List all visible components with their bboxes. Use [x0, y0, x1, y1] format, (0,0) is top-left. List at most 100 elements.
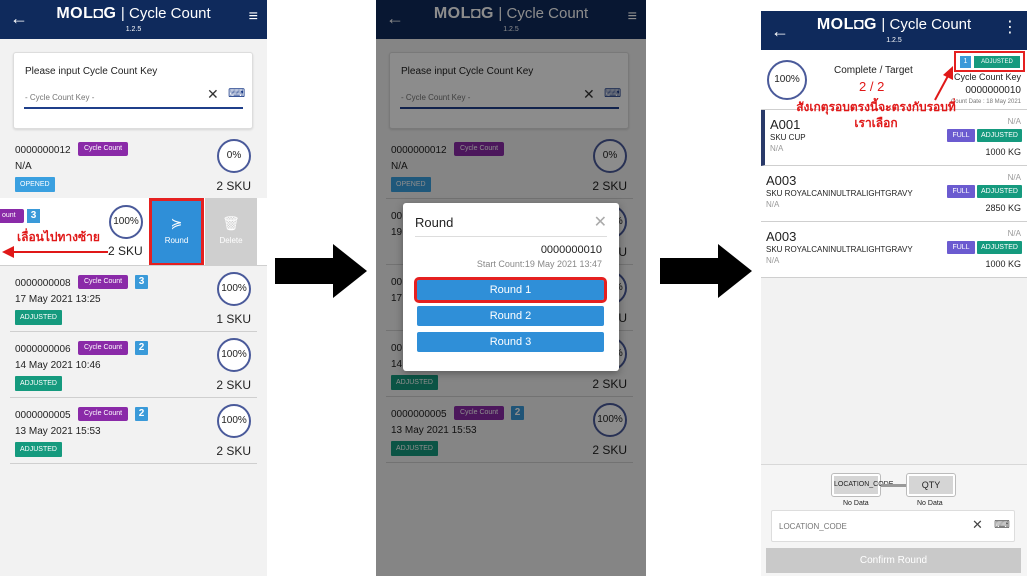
dialog-title: Round — [415, 215, 454, 230]
lot-value: N/A — [766, 200, 780, 209]
next-step-arrow-icon — [275, 244, 367, 298]
round-number-badge: 2 — [135, 407, 148, 421]
round-dialog: Round ✕ 0000000010 Start Count:19 May 20… — [403, 203, 619, 371]
sku-count: 2 SKU — [592, 443, 627, 457]
list-item[interactable]: 0000000006 Cycle Count 2 14 May 2021 10:… — [10, 332, 257, 398]
clear-icon[interactable]: ✕ — [972, 517, 983, 532]
round-3-button[interactable]: Round 3 — [417, 332, 604, 352]
item-date: N/A — [391, 161, 408, 172]
clear-icon[interactable]: ✕ — [207, 86, 219, 102]
list-item[interactable]: 0000000005 Cycle Count 2 13 May 2021 15:… — [10, 398, 257, 464]
app-version: 1.2.5 — [503, 26, 519, 33]
status-badge: OPENED — [15, 177, 55, 192]
cycle-count-tag: ount — [0, 209, 24, 223]
location-code-input[interactable] — [771, 510, 1015, 542]
cycle-count-key-input[interactable] — [24, 87, 243, 109]
back-arrow-icon[interactable]: ← — [10, 8, 28, 28]
app-version: 1.2.5 — [125, 26, 142, 33]
next-step-arrow-icon — [660, 244, 752, 298]
round-icon: ≽ — [170, 215, 183, 231]
sku-count: 2 SKU — [216, 444, 251, 458]
adjusted-badge: ADJUSTED — [977, 129, 1022, 142]
screen-round-detail: ← MOL◘G | Cycle Count 1.2.5 ⋮ 100% Compl… — [761, 0, 1027, 576]
keyboard-icon[interactable]: ⌨ — [604, 86, 622, 100]
item-date: 19 — [391, 227, 403, 238]
step-location: LOCATION_CODE — [831, 473, 893, 497]
swipe-left-arrow-icon — [2, 246, 108, 258]
cycle-count-key-label: Please input Cycle Count Key — [401, 66, 534, 77]
cycle-count-tag: Cycle Count — [78, 407, 129, 421]
clear-icon[interactable]: ✕ — [583, 86, 595, 102]
progress-circle: 100% — [109, 205, 143, 239]
cycle-count-tag: Cycle Count — [78, 275, 129, 289]
round-1-button[interactable]: Round 1 — [414, 277, 607, 303]
step-connector — [881, 484, 906, 487]
swiped-list-item[interactable]: ount 3 100% 2 SKU ≽ Round 🗑 Delete — [0, 198, 267, 266]
status-badge: ADJUSTED — [15, 310, 62, 325]
item-code: 0000000006 — [15, 344, 71, 355]
item-date: N/A — [15, 161, 32, 172]
item-code: 0000000005 — [15, 410, 71, 421]
progress-circle: 100% — [217, 338, 251, 372]
location-item[interactable]: A001 SKU CUP N/A N/A FULL ADJUSTED 1000 … — [761, 110, 1027, 166]
dialog-start-count: Start Count:19 May 2021 13:47 — [476, 259, 602, 269]
sku-count: 2 SKU — [216, 179, 251, 193]
list-item[interactable]: 0000000012 Cycle Count N/A OPENED 0% 2 S… — [10, 133, 257, 199]
cycle-count-tag: Cycle Count — [78, 142, 129, 156]
round-number-badge: 2 — [511, 406, 524, 420]
item-date: 14 May 2021 10:46 — [15, 360, 101, 371]
delete-action-button[interactable]: 🗑 Delete — [205, 198, 257, 265]
app-title: | Cycle Count — [881, 16, 972, 33]
round-status-badge: ADJUSTED — [974, 56, 1020, 68]
keyboard-icon[interactable]: ⌨ — [228, 86, 246, 100]
complete-target-label: Complete / Target — [834, 65, 913, 76]
delete-action-label: Delete — [219, 236, 243, 245]
location-item[interactable]: A003 SKU ROYALCANINULTRALIGHTGRAVY N/A N… — [761, 222, 1027, 278]
location-no-data: No Data — [843, 500, 869, 507]
quantity: 1000 KG — [985, 147, 1021, 157]
sku-name: SKU CUP — [770, 133, 806, 142]
item-code: 0000000005 — [391, 409, 447, 420]
round-action-button[interactable]: ≽ Round — [149, 198, 204, 265]
round-2-button[interactable]: Round 2 — [417, 306, 604, 326]
back-arrow-icon[interactable]: ← — [771, 21, 789, 41]
item-code: 00 — [391, 277, 403, 288]
step-quantity: QTY — [906, 473, 956, 497]
list-item[interactable]: 0000000005 Cycle Count 2 13 May 2021 15:… — [386, 397, 633, 463]
filter-icon[interactable]: ≡ — [627, 8, 637, 25]
item-date: 17 — [391, 293, 403, 304]
app-version: 1.2.5 — [886, 37, 902, 44]
app-logo: MOL◘G | Cycle Count — [376, 5, 646, 23]
progress-circle: 0% — [593, 139, 627, 173]
list-item[interactable]: 0000000008 Cycle Count 3 17 May 2021 13:… — [10, 266, 257, 332]
filter-icon[interactable]: ≡ — [248, 8, 258, 25]
sku-count: 1 SKU — [216, 312, 251, 326]
cycle-count-key-card: Please input Cycle Count Key ✕ ⌨ — [13, 52, 253, 129]
close-icon[interactable]: ✕ — [593, 214, 607, 231]
count-date: Count Date : 18 May 2021 — [950, 99, 1021, 105]
app-title: | Cycle Count — [120, 5, 211, 22]
back-arrow-icon[interactable]: ← — [386, 8, 404, 28]
complete-target-value: 2 / 2 — [859, 79, 885, 94]
logo-text: MOL◘G — [56, 5, 117, 22]
location-item[interactable]: A003 SKU ROYALCANINULTRALIGHTGRAVY N/A N… — [761, 166, 1027, 222]
confirm-round-button[interactable]: Confirm Round — [766, 548, 1021, 573]
keyboard-icon[interactable]: ⌨ — [994, 519, 1010, 531]
cycle-count-key-input[interactable] — [400, 87, 619, 109]
cycle-count-tag: Cycle Count — [454, 142, 505, 156]
round-action-label: Round — [164, 236, 189, 245]
step-quantity-label: QTY — [909, 476, 953, 494]
list-item[interactable]: 0000000012 Cycle Count N/A OPENED 0% 2 S… — [386, 133, 633, 199]
sku-count: 2 SKU — [108, 244, 143, 258]
top-margin — [761, 0, 1027, 11]
item-code: 0000000012 — [15, 145, 71, 156]
dialog-divider — [415, 236, 607, 237]
quantity: 2850 KG — [985, 203, 1021, 213]
logo-text: MOL◘G — [433, 5, 494, 22]
lot-value: N/A — [766, 256, 780, 265]
kebab-menu-icon[interactable]: ⋮ — [1002, 19, 1018, 36]
extra-value: N/A — [1007, 117, 1021, 126]
item-date: 14 — [391, 359, 403, 370]
round-number-badge: 2 — [135, 341, 148, 355]
app-logo: MOL◘G | Cycle Count — [761, 16, 1027, 34]
